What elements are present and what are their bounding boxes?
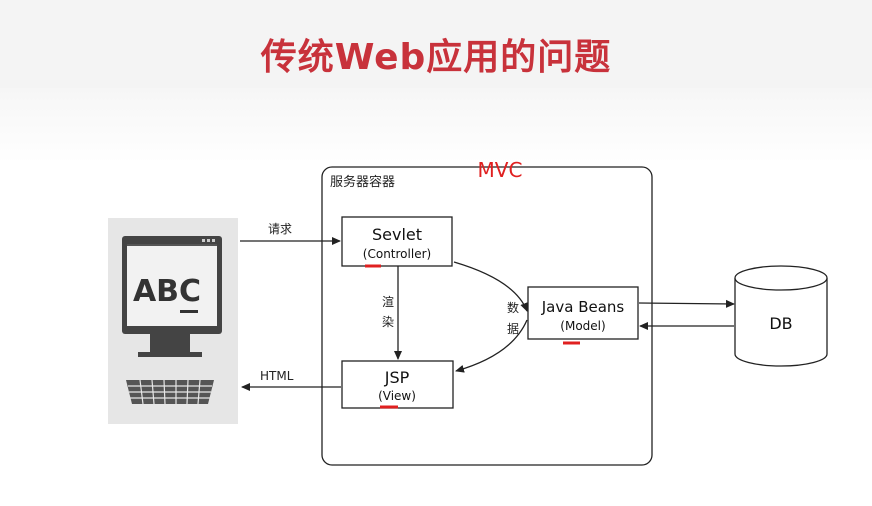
data-label-2: 据 bbox=[507, 322, 519, 336]
controller-box: Sevlet (Controller) bbox=[341, 216, 453, 267]
model-name: Java Beans bbox=[541, 298, 625, 316]
container-label: 服务器容器 bbox=[330, 174, 395, 190]
server-container bbox=[321, 166, 653, 466]
model-view-arrow bbox=[455, 319, 528, 373]
request-label: 请求 bbox=[268, 222, 292, 236]
database-cylinder: DB bbox=[734, 265, 828, 367]
computer-icon: ABC bbox=[108, 218, 238, 424]
screen-text: ABC bbox=[133, 274, 201, 309]
model-db-arrow bbox=[638, 299, 735, 308]
slide-title: 传统Web应用的问题 bbox=[260, 37, 612, 78]
database-label: DB bbox=[769, 314, 792, 333]
controller-model-arrow bbox=[453, 261, 528, 312]
render-label-1: 渲 bbox=[382, 294, 394, 309]
view-name: JSP bbox=[384, 368, 410, 387]
view-box: JSP (View) bbox=[341, 360, 454, 409]
mvc-annotation: MVC bbox=[478, 158, 523, 182]
data-label-1: 数 bbox=[507, 300, 519, 315]
controller-name: Sevlet bbox=[372, 225, 422, 244]
html-label: HTML bbox=[260, 369, 294, 383]
model-box: Java Beans (Model) bbox=[527, 286, 639, 340]
render-label-2: 染 bbox=[382, 314, 394, 329]
view-role: (View) bbox=[378, 389, 416, 403]
model-role: (Model) bbox=[560, 319, 605, 333]
controller-role: (Controller) bbox=[363, 247, 431, 261]
